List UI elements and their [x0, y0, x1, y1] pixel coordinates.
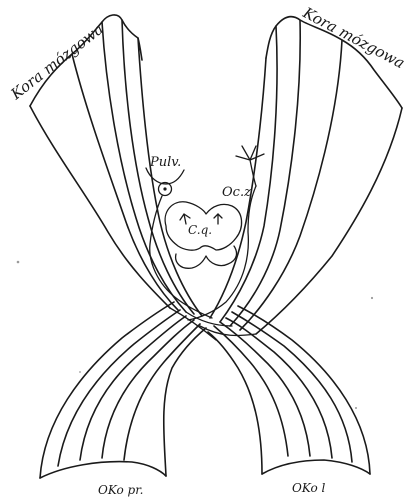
- paper-specks: [17, 261, 373, 409]
- cortex-left-label: Kora mózgowa: [7, 20, 107, 104]
- oculomotor-center-label: Oc.z: [222, 185, 251, 200]
- eye-left-label: OKo l: [292, 481, 326, 495]
- right-eye-fan: [208, 306, 370, 474]
- pulvinar-label: Pulv.: [149, 155, 181, 170]
- left-eye-fan: [40, 302, 206, 478]
- eye-right-label: OKo pr.: [98, 483, 143, 497]
- corpora-quadrigemina-label: C.q.: [188, 223, 212, 237]
- cortex-right-label: Kora mózgowa: [299, 3, 407, 72]
- right-cortex-fan: [210, 17, 402, 334]
